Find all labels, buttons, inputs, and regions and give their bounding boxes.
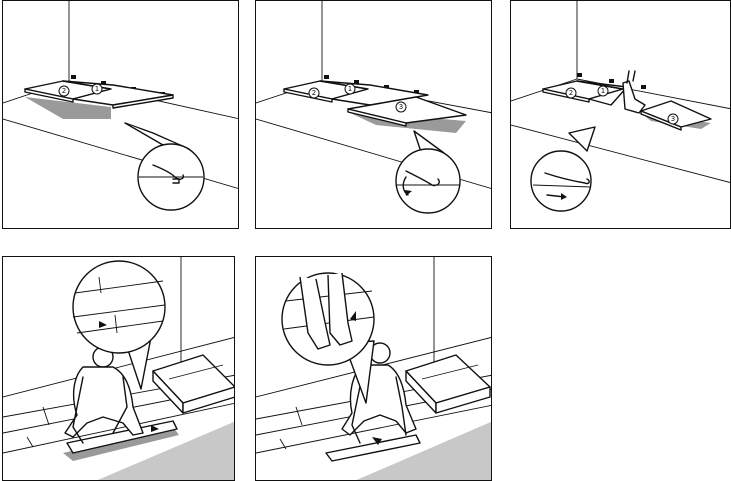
step-3-illustration: 2 1 3 [511,1,731,229]
svg-text:1: 1 [95,85,99,93]
svg-text:3: 3 [671,115,675,123]
step-1-panel: 2 1 [2,0,239,229]
step-5-panel [255,256,492,481]
plank-label-2: 2 [309,88,319,98]
step-5-illustration [256,257,492,481]
step-2-illustration: 2 1 3 [256,1,492,229]
svg-text:1: 1 [348,85,352,93]
step-4-panel [2,256,235,481]
step-2-panel: 2 1 3 [255,0,492,229]
plank-being-installed [326,435,420,461]
plank-label-3: 3 [396,102,406,112]
detail-callout [396,149,460,213]
plank-label-2: 2 [566,88,576,98]
svg-text:2: 2 [569,89,573,97]
svg-text:3: 3 [399,103,403,111]
step-3-panel: 2 1 3 [510,0,731,229]
svg-text:2: 2 [312,89,316,97]
step-1-illustration: 2 1 [3,1,239,229]
plank-label-3: 3 [668,114,678,124]
svg-text:2: 2 [62,87,66,95]
plank-label-1: 1 [598,86,608,96]
detail-callout [531,151,591,211]
plank-label-1: 1 [92,84,102,94]
svg-text:1: 1 [601,87,605,95]
plank-label-2: 2 [59,86,69,96]
plank-label-1: 1 [345,84,355,94]
step-4-illustration [3,257,235,481]
